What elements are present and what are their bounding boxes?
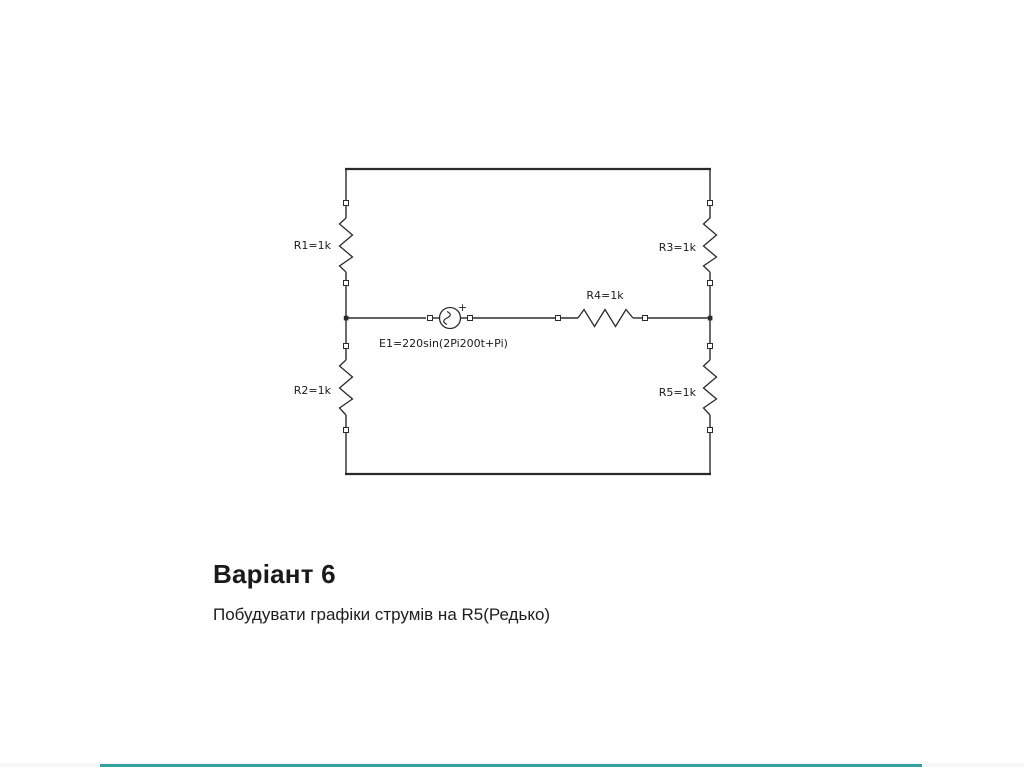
source-polarity-label: + <box>458 301 467 314</box>
ac-source-icon <box>438 306 462 330</box>
branch-right <box>702 169 718 474</box>
resistor-r5 <box>702 359 718 416</box>
resistor-r1-label: R1=1k <box>294 239 332 252</box>
resistor-r5-label: R5=1k <box>659 386 697 399</box>
resistor-r4-label: R4=1k <box>586 289 624 302</box>
resistor-r2-label: R2=1k <box>294 384 332 397</box>
slide-title: Варіант 6 <box>213 559 336 589</box>
slide-subtitle: Побудувати графіки струмів на R5(Редько) <box>213 605 551 624</box>
source-e1-label: E1=220sin(2Pi200t+Pi) <box>379 337 508 350</box>
resistor-r2 <box>338 359 354 416</box>
resistor-r3-label: R3=1k <box>659 241 697 254</box>
resistor-r1 <box>338 217 354 273</box>
branch-left <box>338 169 354 474</box>
branch-middle: + <box>346 301 710 330</box>
resistor-r3 <box>702 217 718 273</box>
resistor-r4 <box>577 308 634 328</box>
progress-bar <box>100 764 922 767</box>
connection-nodes <box>343 200 713 433</box>
